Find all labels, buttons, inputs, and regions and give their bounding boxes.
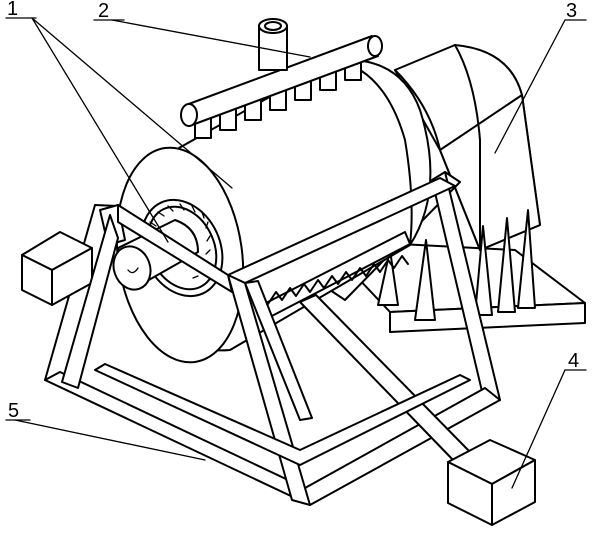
drum-shaft xyxy=(112,219,199,291)
callout-5: 5 xyxy=(8,400,19,422)
callout-4: 4 xyxy=(568,350,579,372)
callout-3: 3 xyxy=(566,0,577,22)
callout-labels: 1 2 3 4 5 xyxy=(7,0,579,422)
left-box xyxy=(21,231,93,306)
callout-2: 2 xyxy=(98,0,109,22)
leader-lines xyxy=(5,17,587,489)
motor-housing xyxy=(394,44,541,251)
support-fins xyxy=(377,209,536,321)
front-box xyxy=(447,439,536,526)
callout-1: 1 xyxy=(7,0,18,20)
frame-front xyxy=(44,177,501,506)
